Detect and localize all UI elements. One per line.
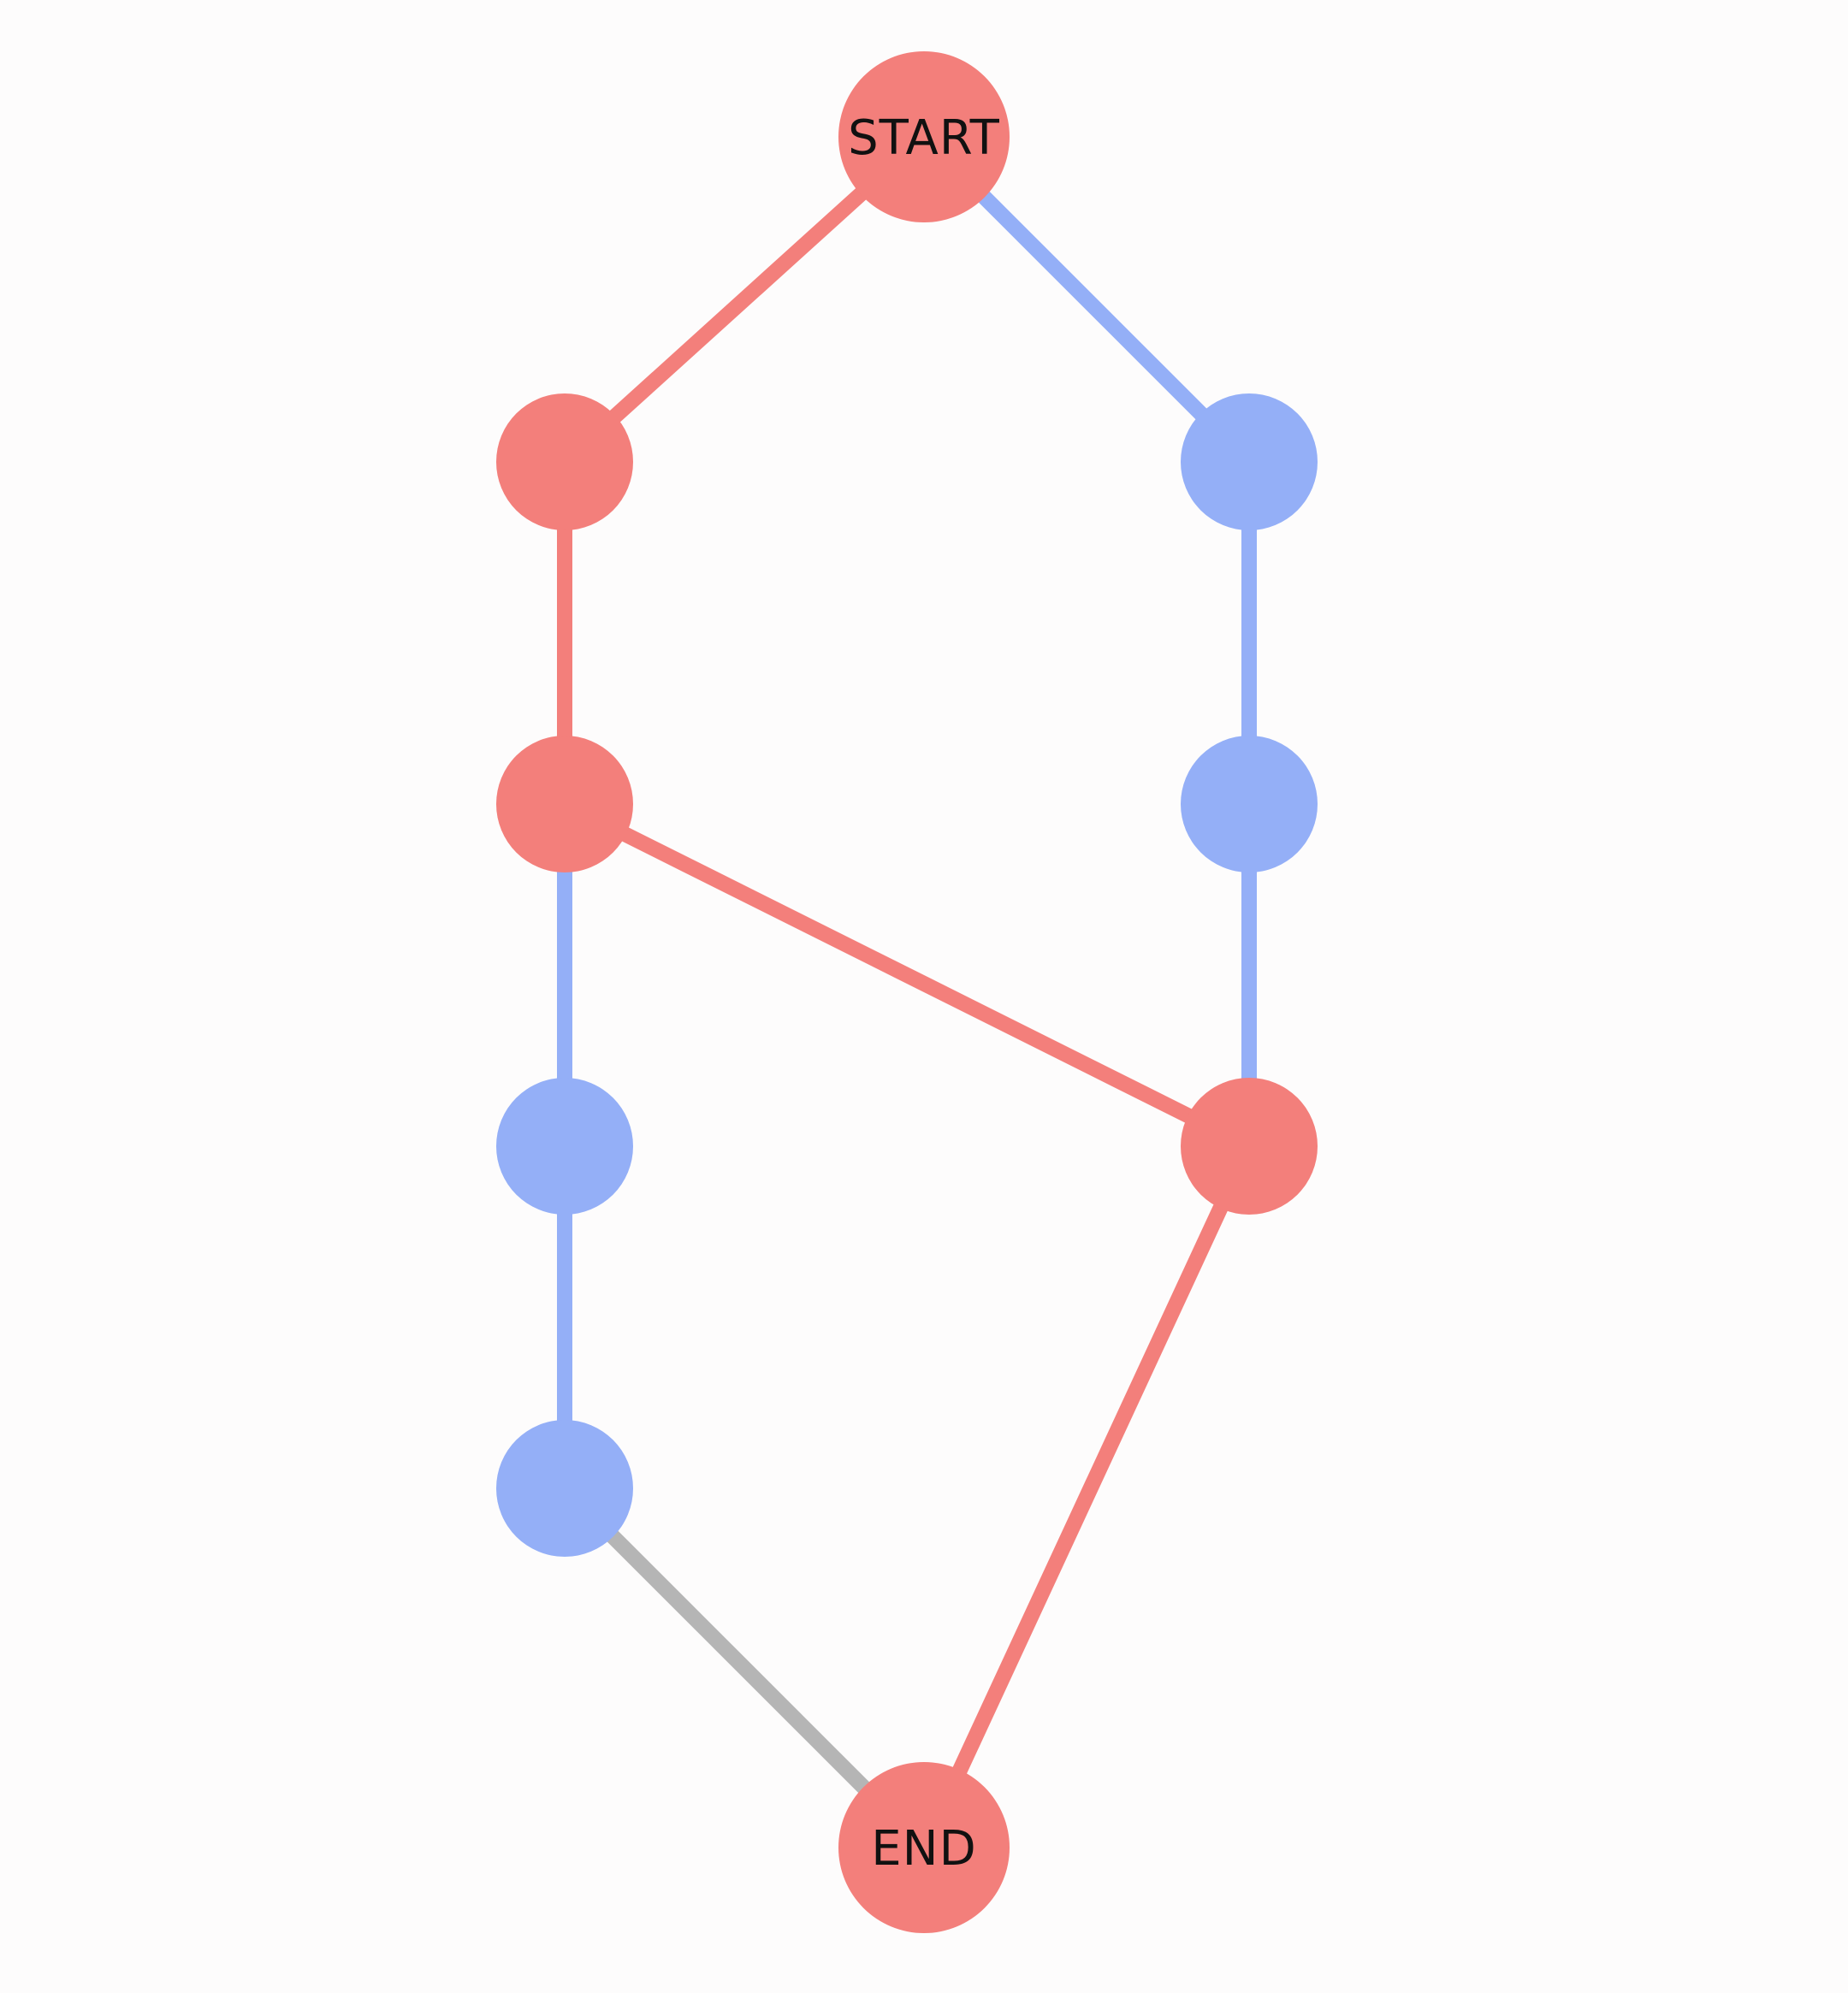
node-circle-start	[838, 51, 1010, 222]
node-r2	[1181, 736, 1318, 872]
node-start: START	[838, 51, 1010, 222]
nodes-layer: START END	[496, 51, 1318, 1933]
node-circle-r3	[1181, 1078, 1318, 1215]
node-circle-l4	[496, 1420, 633, 1557]
node-label-end: END	[871, 1821, 976, 1877]
node-l1	[496, 393, 633, 530]
node-label-start: START	[848, 110, 1000, 166]
node-r1	[1181, 393, 1318, 530]
node-r3	[1181, 1078, 1318, 1215]
node-circle-l3	[496, 1078, 633, 1215]
edge-r3-end	[916, 1143, 1257, 1851]
edge-l2-r3	[560, 796, 1253, 1154]
node-circle-l1	[496, 393, 633, 530]
node-circle-l2	[496, 736, 633, 872]
node-circle-r1	[1181, 393, 1318, 530]
node-l2	[496, 736, 633, 872]
node-circle-end	[838, 1762, 1010, 1933]
node-l3	[496, 1078, 633, 1215]
edges-layer	[557, 131, 1257, 1854]
node-end: END	[838, 1762, 1010, 1933]
node-l4	[496, 1420, 633, 1557]
node-circle-r2	[1181, 736, 1318, 872]
